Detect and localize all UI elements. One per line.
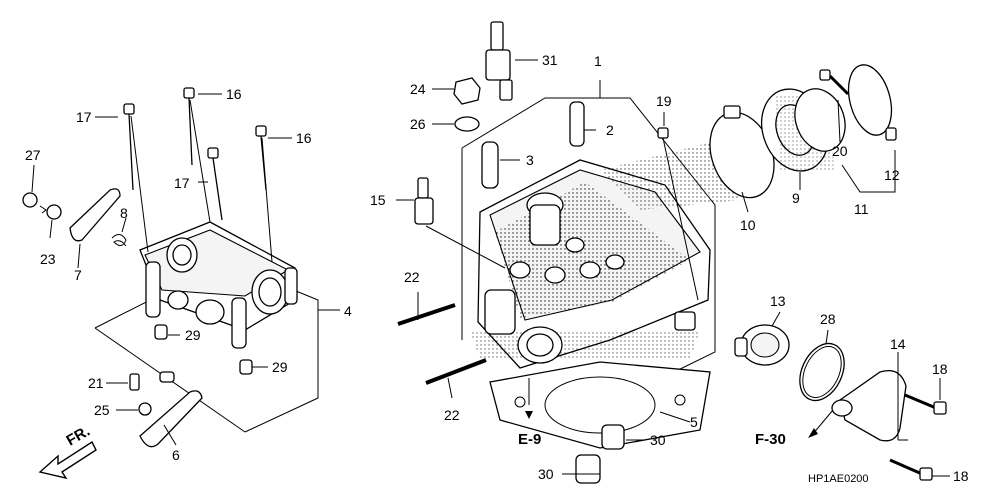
part-label-1: 1 (594, 53, 602, 69)
reference-f30: F-30 (755, 431, 786, 448)
part-label-10: 10 (740, 217, 756, 233)
part-label-14: 14 (890, 336, 906, 352)
part-label-18: 18 (953, 468, 969, 484)
part-label-2: 2 (606, 122, 614, 138)
part-label-6: 6 (172, 447, 180, 463)
part-label-29: 29 (185, 327, 201, 343)
part-label-4: 4 (344, 303, 352, 319)
part-label-30: 30 (650, 432, 666, 448)
reference-e9: E-9 (518, 431, 541, 448)
front-direction-marker: FR. (38, 423, 97, 480)
part-label-16: 16 (226, 86, 242, 102)
part-label-12: 12 (884, 167, 900, 183)
part-label-22: 22 (444, 407, 460, 423)
part-label-5: 5 (690, 414, 698, 430)
intake-and-thermostat (709, 64, 947, 481)
part-label-28: 28 (820, 311, 836, 327)
part-label-13: 13 (770, 293, 786, 309)
part-label-20: 20 (832, 143, 848, 159)
part-label-24: 24 (410, 81, 426, 97)
part-label-18: 18 (932, 361, 948, 377)
part-label-30: 30 (538, 466, 554, 482)
part-label-23: 23 (40, 251, 56, 267)
diagram-code: HP1AE0200 (808, 473, 869, 485)
part-label-31: 31 (542, 52, 558, 68)
part-label-17: 17 (76, 109, 92, 125)
part-label-19: 19 (656, 93, 672, 109)
leader-lines (31, 59, 950, 477)
part-label-3: 3 (526, 152, 534, 168)
camshaft-holder-assembly (22, 87, 340, 448)
part-label-15: 15 (370, 192, 386, 208)
cylinder-head-assembly (397, 21, 740, 484)
part-label-21: 21 (88, 375, 104, 391)
part-label-26: 26 (410, 116, 426, 132)
part-label-27: 27 (25, 147, 41, 163)
part-label-9: 9 (792, 190, 800, 206)
part-labels: 17 16 17 16 27 8 23 7 4 29 29 21 25 6 24… (25, 52, 969, 485)
part-label-7: 7 (74, 267, 82, 283)
part-label-29: 29 (272, 359, 288, 375)
part-label-17: 17 (174, 175, 190, 191)
part-label-11: 11 (854, 201, 869, 217)
part-label-16: 16 (296, 130, 312, 146)
part-label-22: 22 (404, 269, 420, 285)
part-label-25: 25 (94, 402, 110, 418)
part-label-8: 8 (120, 205, 128, 221)
